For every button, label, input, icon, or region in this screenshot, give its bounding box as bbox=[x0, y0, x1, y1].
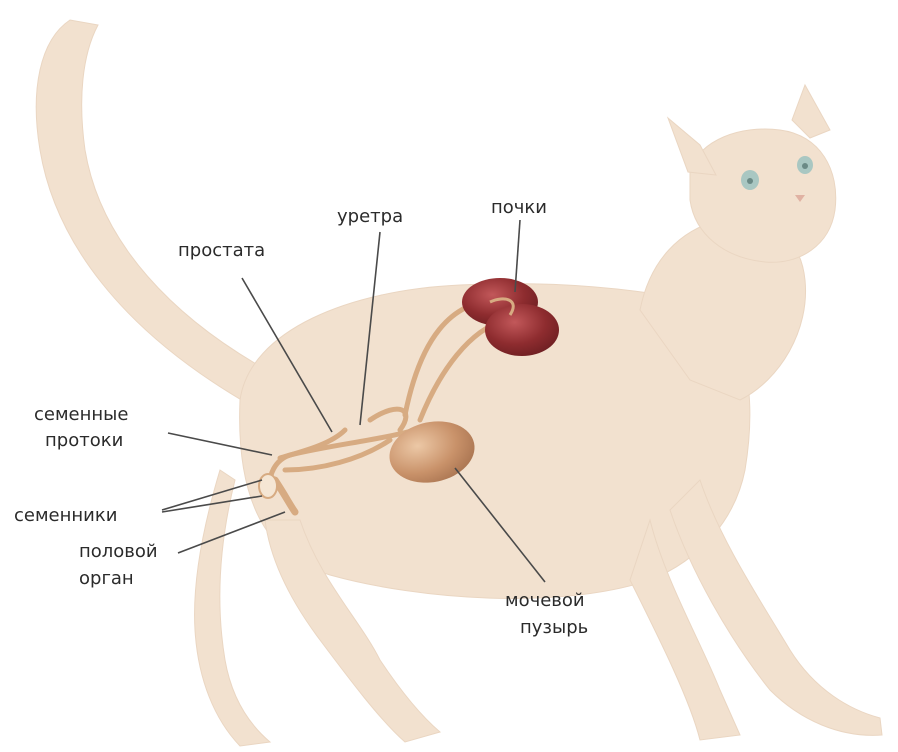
testis-organ bbox=[259, 474, 277, 498]
label-bladder-2: пузырь bbox=[520, 617, 588, 639]
label-genital-2: орган bbox=[79, 568, 134, 590]
label-seminal-ducts-2: протоки bbox=[45, 430, 123, 452]
label-kidneys: почки bbox=[491, 197, 547, 219]
label-genital-1: половой bbox=[79, 541, 158, 563]
label-seminal-ducts-1: семенные bbox=[34, 404, 128, 426]
cat-tail bbox=[36, 20, 285, 405]
kidney-front bbox=[485, 304, 559, 356]
label-bladder-1: мочевой bbox=[505, 590, 585, 612]
label-testes: семенники bbox=[14, 505, 117, 527]
cat-ear-right bbox=[792, 85, 830, 138]
cat-silhouette bbox=[36, 20, 882, 746]
label-prostate: простата bbox=[178, 240, 265, 262]
label-urethra: уретра bbox=[337, 206, 403, 228]
